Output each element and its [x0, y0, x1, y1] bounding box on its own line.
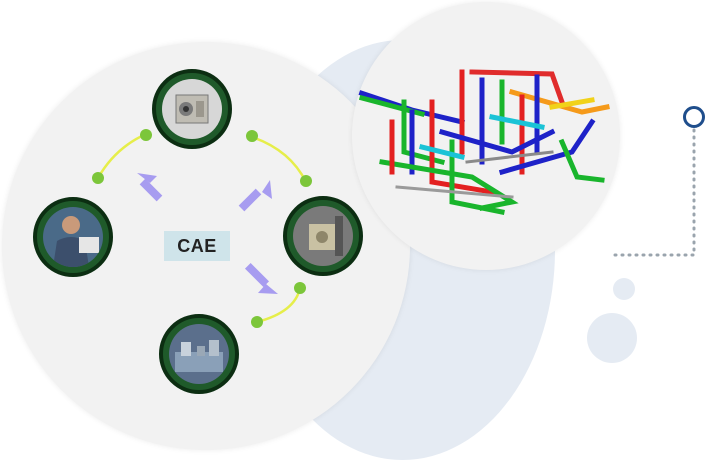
node-engineer	[33, 197, 113, 277]
cycle-connectors	[92, 129, 312, 328]
equipment-icon	[293, 206, 353, 266]
piping-model-icon	[352, 69, 610, 215]
node-factory	[159, 314, 239, 394]
piping-model-image	[352, 2, 620, 270]
timeline-ring-icon	[683, 106, 705, 128]
machine-icon	[162, 79, 222, 139]
node-machine	[152, 69, 232, 149]
cae-label: CAE	[164, 231, 230, 261]
factory-icon	[169, 324, 229, 384]
decor-dot-large	[587, 313, 637, 363]
person-icon	[43, 207, 103, 267]
decor-dot-small	[613, 278, 635, 300]
node-equipment	[283, 196, 363, 276]
dotted-connector	[609, 128, 696, 257]
